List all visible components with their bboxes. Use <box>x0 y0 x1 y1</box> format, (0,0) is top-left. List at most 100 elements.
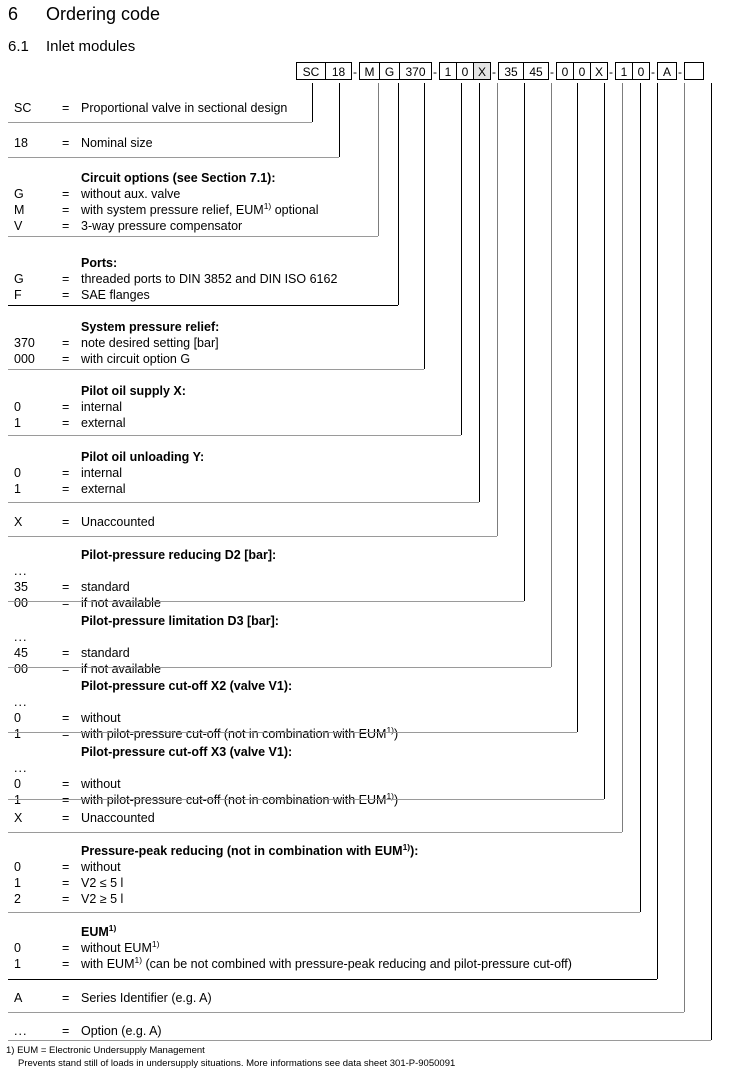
legend-equals: = <box>62 187 70 201</box>
legend-equals: = <box>62 991 70 1005</box>
code-separator: - <box>550 65 554 79</box>
legend-section-title: Pilot oil supply X: <box>81 384 186 398</box>
legend-description: without <box>81 711 121 725</box>
legend-divider <box>8 799 604 800</box>
legend-description: internal <box>81 466 122 480</box>
footnote-line-2: Prevents stand still of loads in undersu… <box>18 1058 456 1069</box>
legend-section-title: System pressure relief: <box>81 320 220 334</box>
legend-divider <box>8 912 640 913</box>
legend-description: Series Identifier (e.g. A) <box>81 991 212 1005</box>
legend-description: with circuit option G <box>81 352 191 366</box>
legend-code: 35 <box>14 580 28 594</box>
legend-code: X <box>14 811 23 825</box>
legend-code: 1 <box>14 793 21 807</box>
legend-equals: = <box>62 336 70 350</box>
legend-description: standard <box>81 646 130 660</box>
legend-equals: = <box>62 219 70 233</box>
connector-line <box>424 83 425 369</box>
legend-code: 2 <box>14 892 21 906</box>
legend-equals: = <box>62 646 70 660</box>
legend-description: V2 ≤ 5 l <box>81 876 124 890</box>
connector-line <box>684 83 685 1012</box>
legend-divider <box>8 435 461 436</box>
legend-description: if not available <box>81 596 161 610</box>
legend-equals: = <box>62 352 70 366</box>
legend-code: 000 <box>14 352 35 366</box>
legend-equals: = <box>62 288 70 302</box>
connector-line <box>398 83 399 305</box>
code-box: 18 <box>325 62 352 80</box>
code-box: G <box>379 62 400 80</box>
connector-line <box>604 83 605 799</box>
legend-description: Option (e.g. A) <box>81 1024 162 1038</box>
legend-equals: = <box>62 811 70 825</box>
legend-equals: = <box>62 400 70 414</box>
legend-description: standard <box>81 580 130 594</box>
code-box: 0 <box>573 62 591 80</box>
connector-line <box>640 83 641 912</box>
legend-code: 0 <box>14 711 21 725</box>
legend-section-title: Pilot oil unloading Y: <box>81 450 205 464</box>
legend-code: 00 <box>14 596 28 610</box>
code-box: X <box>590 62 608 80</box>
connector-line <box>339 83 340 157</box>
legend-equals: = <box>62 727 70 741</box>
code-box: 0 <box>556 62 574 80</box>
legend-equals: = <box>62 466 70 480</box>
legend-description: with EUM1) (can be not combined with pre… <box>81 954 572 971</box>
legend-divider <box>8 157 339 158</box>
legend-divider <box>8 979 657 980</box>
section-title: Ordering code <box>46 4 161 24</box>
legend-section-title: Pilot-pressure reducing D2 [bar]: <box>81 548 277 562</box>
legend-code: 1 <box>14 957 21 971</box>
legend-code: ... <box>14 630 28 644</box>
connector-line <box>312 83 313 122</box>
legend-divider <box>8 732 577 733</box>
legend-equals: = <box>62 892 70 906</box>
code-box: 0 <box>632 62 650 80</box>
subsection-title: Inlet modules <box>46 38 136 55</box>
legend-divider <box>8 122 312 123</box>
legend-code: 1 <box>14 482 21 496</box>
code-separator: - <box>492 65 496 79</box>
legend-code: ... <box>14 761 28 775</box>
code-separator: - <box>678 65 682 79</box>
code-separator: - <box>433 65 437 79</box>
legend-code: ... <box>14 564 28 578</box>
code-separator: - <box>651 65 655 79</box>
legend-description: without <box>81 777 121 791</box>
legend-code: 0 <box>14 860 21 874</box>
legend-divider <box>8 369 424 370</box>
legend-code: ... <box>14 695 28 709</box>
footnote-line-1: 1) EUM = Electronic Undersupply Manageme… <box>6 1045 205 1056</box>
legend-section-title: Pilot-pressure cut-off X3 (valve V1): <box>81 745 293 759</box>
legend-description: 3-way pressure compensator <box>81 219 243 233</box>
legend-equals: = <box>62 416 70 430</box>
legend-code: 0 <box>14 400 21 414</box>
legend-code: 00 <box>14 662 28 676</box>
legend-divider <box>8 502 479 503</box>
legend-section-title: Pilot-pressure cut-off X2 (valve V1): <box>81 679 293 693</box>
legend-code: 0 <box>14 941 21 955</box>
legend-code: SC <box>14 101 32 115</box>
connector-line <box>497 83 498 536</box>
code-box: M <box>359 62 380 80</box>
connector-line <box>711 83 712 1040</box>
legend-divider <box>8 832 622 833</box>
legend-code: 370 <box>14 336 35 350</box>
legend-code: F <box>14 288 22 302</box>
legend-description: without EUM1) <box>81 938 160 955</box>
legend-equals: = <box>62 580 70 594</box>
legend-section-title: Ports: <box>81 256 118 270</box>
legend-description: Unaccounted <box>81 811 155 825</box>
legend-code: 45 <box>14 646 28 660</box>
legend-divider <box>8 601 524 602</box>
legend-code: X <box>14 515 23 529</box>
connector-line <box>577 83 578 732</box>
code-box: 45 <box>523 62 549 80</box>
legend-equals: = <box>62 1024 70 1038</box>
footnote: 1) EUM = Electronic Undersupply Manageme… <box>6 1044 455 1070</box>
legend-description: without aux. valve <box>81 187 181 201</box>
